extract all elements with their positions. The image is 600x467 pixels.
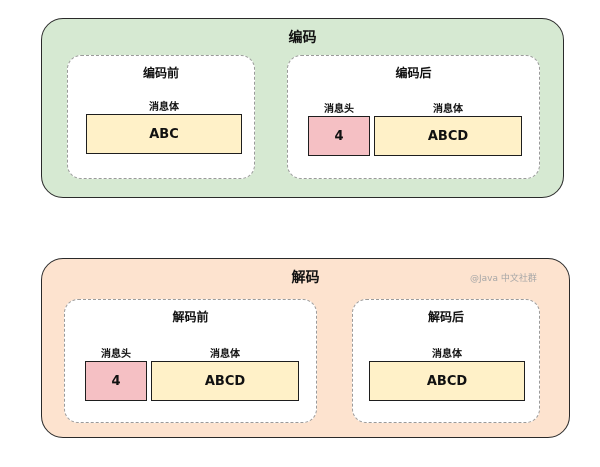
encode-before-body-label: 消息体 bbox=[149, 102, 179, 113]
decode-before-group: 解码前 消息头 消息体 4 ABCD bbox=[64, 299, 317, 423]
encode-before-title: 编码前 bbox=[142, 66, 179, 80]
decode-after-body-label: 消息体 bbox=[432, 349, 462, 360]
encode-after-group: 编码后 消息头 消息体 4 ABCD bbox=[287, 55, 540, 179]
decode-title: 解码 bbox=[291, 270, 320, 286]
encode-after-message-head: 4 bbox=[308, 116, 370, 156]
decode-after-title: 解码后 bbox=[427, 310, 464, 324]
encode-after-title: 编码后 bbox=[395, 66, 432, 80]
encode-before-group: 编码前 消息体 ABC bbox=[67, 55, 255, 179]
decode-before-message-body: ABCD bbox=[151, 361, 299, 401]
encode-after-head-label: 消息头 bbox=[324, 104, 354, 115]
encode-after-message-body: ABCD bbox=[374, 116, 522, 156]
decode-before-head-label: 消息头 bbox=[101, 349, 131, 360]
watermark-text: @Java 中文社群 bbox=[470, 274, 537, 284]
encode-panel: 编码 编码前 消息体 ABC 编码后 消息头 消息体 4 ABCD bbox=[41, 18, 564, 198]
decode-before-body-label: 消息体 bbox=[210, 349, 240, 360]
encode-after-body-label: 消息体 bbox=[433, 104, 463, 115]
decode-panel: 解码 @Java 中文社群 解码前 消息头 消息体 4 ABCD 解码后 消息体… bbox=[41, 258, 570, 438]
decode-before-message-head: 4 bbox=[85, 361, 147, 401]
decode-after-group: 解码后 消息体 ABCD bbox=[352, 299, 540, 423]
decode-before-title: 解码前 bbox=[172, 310, 209, 324]
decode-after-message-body: ABCD bbox=[369, 361, 525, 401]
encode-title: 编码 bbox=[288, 30, 317, 46]
encode-before-message-body: ABC bbox=[86, 114, 242, 154]
